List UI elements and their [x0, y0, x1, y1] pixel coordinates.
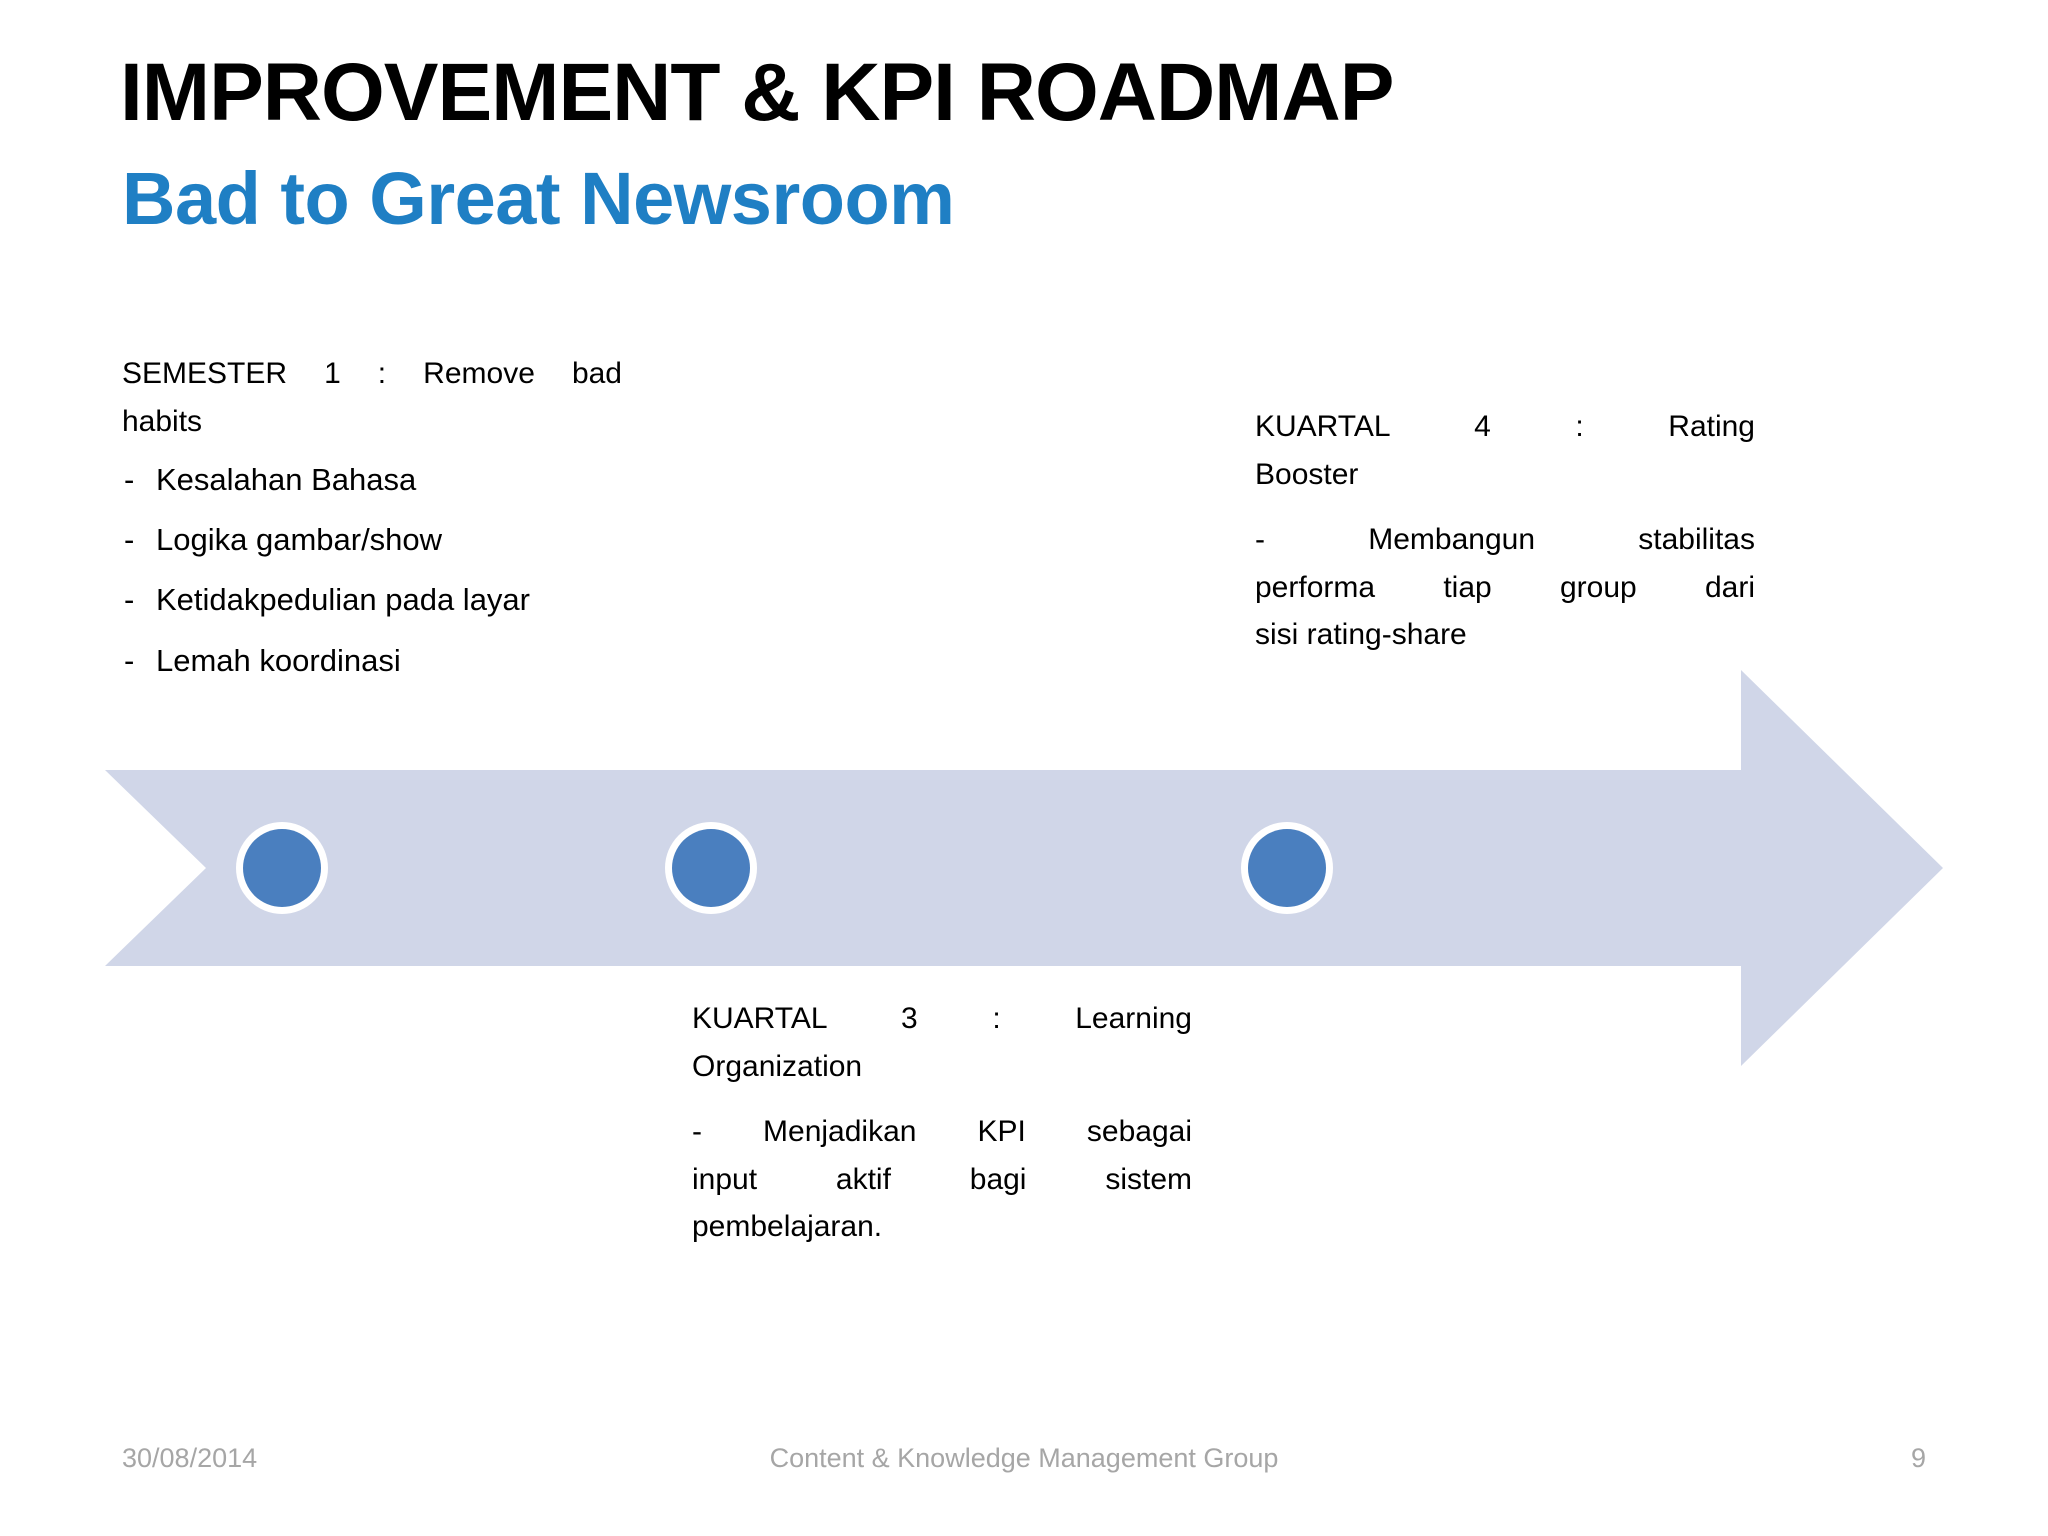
milestone-dot-icon [243, 829, 321, 907]
milestone-dot-icon [1248, 829, 1326, 907]
semester-1-text-block: SEMESTER 1 : Remove bad habits - Kesalah… [122, 352, 622, 702]
page-subtitle: Bad to Great Newsroom [122, 157, 955, 240]
kuartal-3-heading-line-1: KUARTAL 3 : Learning [692, 1002, 1192, 1035]
list-item: - Kesalahan Bahasa [122, 461, 622, 498]
list-item-label: Lemah koordinasi [156, 642, 401, 678]
kuartal-3-body: - Menjadikan KPI sebagai input aktif bag… [692, 1110, 1192, 1249]
kuartal-4-body-line-2: performa tiap group dari [1255, 570, 1755, 604]
list-item: - Logika gambar/show [122, 521, 622, 558]
semester-1-bullet-list: - Kesalahan Bahasa - Logika gambar/show … [122, 461, 622, 679]
kuartal-4-heading-line-2: Booster [1255, 457, 1359, 491]
semester-1-heading-line-2: habits [122, 404, 203, 438]
dash-bullet-icon: - [124, 522, 135, 558]
page-title: IMPROVEMENT & KPI ROADMAP [120, 47, 1394, 138]
milestone-1[interactable] [236, 822, 328, 914]
kuartal-4-heading-line-1: KUARTAL 4 : Rating [1255, 410, 1755, 443]
kuartal-4-body-line-3: sisi rating-share [1255, 618, 1467, 651]
dash-bullet-icon: - [124, 642, 135, 678]
list-item-label: Kesalahan Bahasa [156, 462, 417, 497]
footer-organization: Content & Knowledge Management Group [769, 1443, 1279, 1473]
roadmap-arrow-graphic [105, 670, 1943, 1066]
dash-bullet-icon: - [124, 582, 135, 618]
footer-page-number: 9 [1910, 1443, 1926, 1473]
kuartal-3-body-line-3: pembelajaran. [692, 1210, 883, 1243]
list-item: - Ketidakpedulian pada layar [122, 581, 622, 618]
dash-bullet-icon: - [124, 462, 135, 497]
arrow-shape [105, 670, 1943, 1066]
footer-date: 30/08/2014 [122, 1443, 258, 1473]
kuartal-3-body-line-1: - Menjadikan KPI sebagai [692, 1115, 1192, 1148]
kuartal-3-heading-line-2: Organization [692, 1049, 863, 1083]
slide-footer: 30/08/2014 Content & Knowledge Managemen… [0, 1443, 2048, 1493]
list-item-label: Logika gambar/show [156, 522, 443, 558]
kuartal-4-text-block: KUARTAL 4 : Rating Booster - Membangun s… [1255, 405, 1755, 657]
list-item-label: Ketidakpedulian pada layar [156, 582, 530, 618]
kuartal-3-text-block: KUARTAL 3 : Learning Organization - Menj… [692, 997, 1192, 1249]
kuartal-3-body-line-2: input aktif bagi sistem [692, 1162, 1192, 1196]
kuartal-4-body: - Membangun stabilitas performa tiap gro… [1255, 518, 1755, 657]
milestone-2[interactable] [665, 822, 757, 914]
milestone-3[interactable] [1241, 822, 1333, 914]
milestone-dot-icon [672, 829, 750, 907]
semester-1-heading-line-1: SEMESTER 1 : Remove bad [122, 357, 622, 390]
kuartal-4-body-line-1: - Membangun stabilitas [1255, 523, 1755, 556]
list-item: - Lemah koordinasi [122, 642, 622, 679]
